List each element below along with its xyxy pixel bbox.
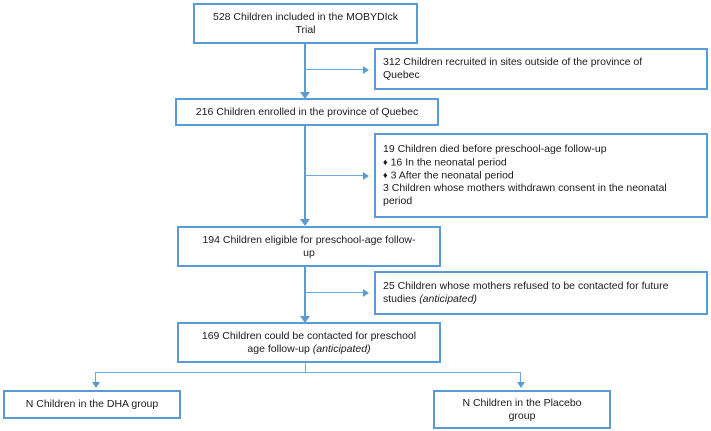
connector-branch-to-refused (305, 292, 367, 293)
node-died-withdrawn-line1: 19 Children died before preschool-age fo… (383, 142, 607, 155)
arrowhead-eligible-to-contacted (300, 316, 310, 323)
node-refused-future-studies: 25 Children whose mothers refused to be … (374, 271, 708, 315)
arrowhead-to-refused (363, 289, 369, 297)
arrowhead-to-outside-quebec (363, 66, 369, 74)
node-excluded-outside-quebec: 312 Children recruited in sites outside … (374, 48, 708, 90)
node-eligible-followup: 194 Children eligible for preschool-age … (177, 226, 441, 267)
node-refused-future-studies-line1: 25 Children whose mothers refused to be … (383, 280, 669, 292)
node-died-withdrawn-bullet-1-label: 16 In the neonatal period (390, 156, 507, 168)
node-died-withdrawn-line3: period (383, 195, 413, 208)
node-died-withdrawn-bullet-2: ♦3 After the neonatal period (376, 169, 711, 182)
node-enrolled-trial-line1: 528 Children included in the MOBYDIck (212, 10, 398, 23)
node-could-be-contacted-line2: age follow-up (anticipated) (173, 343, 445, 356)
node-refused-future-studies-line2-pre: studies (383, 293, 420, 305)
node-enrolled-quebec: 216 Children enrolled in the province of… (175, 98, 439, 126)
node-dha-group-line1: N Children in the DHA group (25, 398, 159, 410)
node-excluded-outside-quebec-line2: Quebec (383, 69, 420, 81)
node-enrolled-trial: 528 Children included in the MOBYDIck Tr… (193, 3, 418, 44)
node-dha-group: N Children in the DHA group (3, 390, 181, 419)
connector-split-to-dha (95, 372, 96, 384)
node-refused-future-studies-anticipated: (anticipated) (419, 293, 477, 305)
connector-split-horizontal (95, 372, 521, 373)
node-died-withdrawn-bullet-2-label: 3 After the neonatal period (390, 169, 514, 182)
connector-trunk-eligible-to-contacted (304, 267, 306, 321)
diamond-bullet-icon: ♦ (383, 156, 388, 167)
arrowhead-to-died-withdrawn (363, 172, 369, 180)
node-could-be-contacted: 169 Children could be contacted for pres… (177, 322, 441, 363)
node-eligible-followup-line2: up (303, 246, 315, 259)
connector-branch-to-died-withdrawn (305, 175, 367, 176)
node-could-be-contacted-line1: 169 Children could be contacted for pres… (201, 329, 417, 342)
connector-split-to-placebo (520, 372, 521, 384)
arrowhead-to-dha (92, 382, 100, 388)
node-placebo-group: N Children in the Placebo group (433, 390, 611, 429)
arrowhead-quebec-to-eligible (300, 219, 310, 226)
node-enrolled-quebec-line1: 216 Children enrolled in the province of… (195, 105, 419, 118)
node-eligible-followup-line1: 194 Children eligible for preschool-age … (202, 233, 416, 246)
node-could-be-contacted-anticipated: (anticipated) (312, 342, 371, 355)
node-died-withdrawn-bullet-1: ♦16 In the neonatal period (376, 156, 711, 169)
node-refused-future-studies-line2: studies (anticipated) (376, 293, 711, 306)
node-died-withdrawn-line2: 3 Children whose mothers withdrawn conse… (383, 182, 667, 195)
arrowhead-trial-to-quebec (300, 92, 310, 99)
node-died-withdrawn: 19 Children died before preschool-age fo… (374, 133, 708, 218)
node-placebo-group-line1: N Children in the Placebo (462, 396, 582, 409)
connector-split-stem (305, 363, 306, 373)
node-could-be-contacted-line2-pre: age follow-up (247, 342, 313, 355)
diamond-bullet-icon: ♦ (383, 170, 388, 180)
node-enrolled-trial-line2: Trial (295, 23, 316, 36)
connector-branch-to-outside-quebec (305, 69, 367, 70)
node-placebo-group-line2: group (508, 409, 536, 422)
node-excluded-outside-quebec-line1: 312 Children recruited in sites outside … (383, 56, 643, 68)
arrowhead-to-placebo (517, 382, 525, 388)
